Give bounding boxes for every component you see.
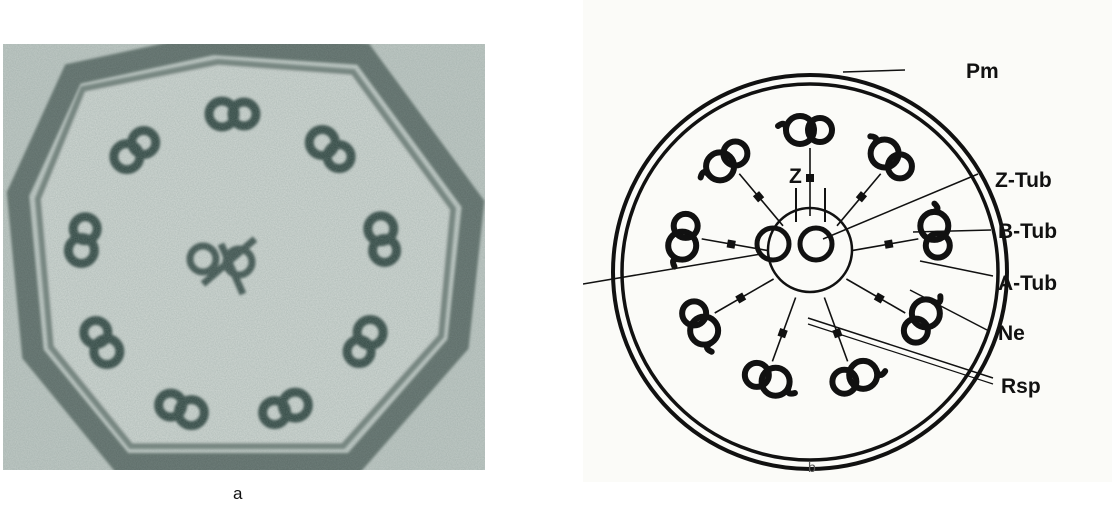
label-rsp: Rsp <box>1001 375 1041 398</box>
label-a-tub: A-Tub <box>998 272 1057 295</box>
spoke-head <box>735 293 746 304</box>
label-z-tub: Z-Tub <box>995 169 1052 192</box>
dynein-arm <box>778 124 786 130</box>
micrograph-panel <box>3 44 485 470</box>
panel-a-caption: a <box>233 484 242 504</box>
dynein-arm <box>870 136 876 144</box>
label-pm: Pm <box>966 60 999 83</box>
central-sheath <box>768 208 852 292</box>
schematic-panel: Z Pm Z-Tub B-Tub A-Tub Ne Rsp <box>583 0 1112 482</box>
dynein-arm <box>788 386 795 393</box>
central-tubule-right <box>800 228 832 260</box>
axoneme-schematic: Z Pm Z-Tub B-Tub A-Tub Ne Rsp <box>583 0 1112 482</box>
spoke-head <box>778 328 788 338</box>
dynein-arm <box>701 172 710 177</box>
label-ne: Ne <box>998 322 1025 345</box>
label-b-tub: B-Tub <box>998 220 1057 243</box>
axoneme-micrograph <box>3 44 485 470</box>
dynein-arm <box>707 343 712 352</box>
dynein-arm <box>876 370 885 375</box>
spoke-head <box>806 174 814 182</box>
radial-spoke <box>772 297 795 361</box>
panel-b-caption: b <box>808 459 816 475</box>
center-z-label: Z <box>789 165 802 188</box>
dynein-arm <box>673 259 680 266</box>
spoke-head <box>874 293 885 304</box>
dynein-arm <box>932 204 938 213</box>
spoke-head <box>727 239 736 248</box>
radial-spokes <box>702 148 919 361</box>
spoke-head <box>884 239 893 248</box>
